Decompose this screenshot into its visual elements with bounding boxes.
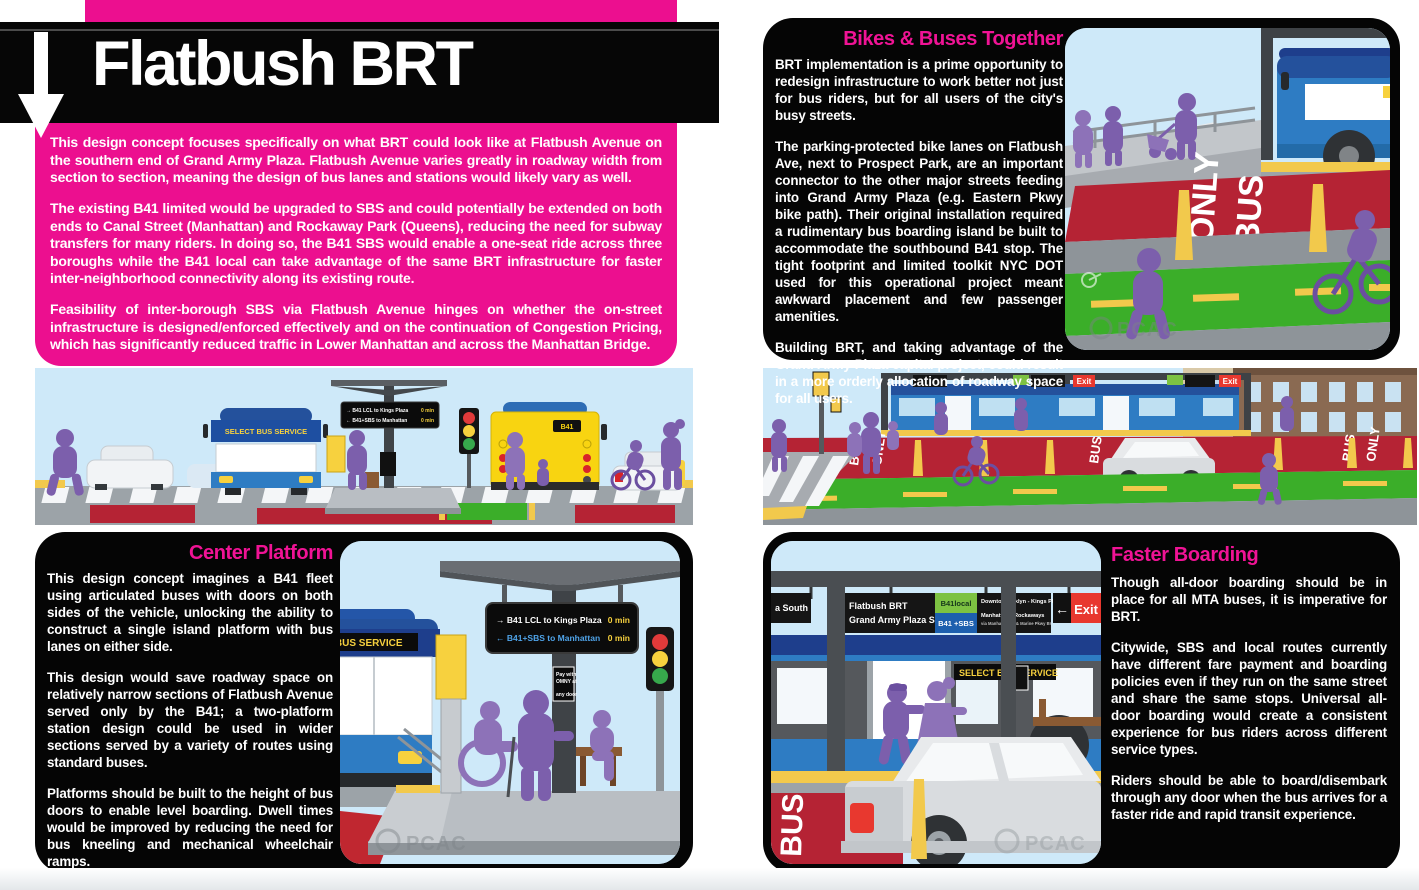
svg-text:BUS: BUS bbox=[1086, 435, 1105, 465]
svg-text:Exit: Exit bbox=[1074, 602, 1099, 617]
svg-text:Flatbush BRT: Flatbush BRT bbox=[849, 601, 908, 611]
exit-arrow: ← bbox=[1055, 601, 1069, 617]
svg-text:Exit: Exit bbox=[1077, 377, 1092, 386]
svg-text:PCAC: PCAC bbox=[406, 833, 467, 855]
section-faster-boarding: Faster Boarding Though all-door boarding… bbox=[763, 532, 1400, 873]
select-bus: SELECT BUS SERVICE bbox=[203, 408, 328, 495]
svg-text:0 min: 0 min bbox=[608, 633, 630, 643]
cyclist bbox=[952, 436, 1000, 487]
bollards bbox=[1175, 184, 1327, 260]
bollard bbox=[911, 779, 927, 859]
section-text: This design concept imagines a B41 fleet… bbox=[47, 571, 333, 870]
foreground-road bbox=[763, 498, 1417, 525]
boarding-illustration: a South Flatbush BRT Grand Army Plaza S … bbox=[771, 541, 1101, 864]
board-row2: ← B41+SBS to Manhattan bbox=[496, 633, 600, 643]
center-platform-illustration: T BUS SERVICE bbox=[340, 541, 680, 864]
intro-box: This design concept focuses specifically… bbox=[35, 123, 677, 366]
svg-text:0 min: 0 min bbox=[421, 418, 434, 424]
intro-paragraph: This design concept focuses specifically… bbox=[50, 134, 662, 186]
section-title: Faster Boarding bbox=[1111, 544, 1259, 566]
page-title: Flatbush BRT bbox=[92, 29, 474, 99]
svg-text:ONLY: ONLY bbox=[1363, 425, 1383, 462]
page-footer-strip bbox=[0, 868, 1419, 890]
seated-person bbox=[576, 710, 622, 786]
svg-text:any door: any door bbox=[556, 692, 577, 698]
pcac-watermark: PCAC bbox=[375, 828, 467, 855]
omny-sticker: Pay with OMNY at any door bbox=[552, 666, 577, 702]
svg-text:0 min: 0 min bbox=[608, 615, 630, 625]
svg-text:PCAC: PCAC bbox=[1025, 833, 1086, 855]
svg-text:Grand Army Plaza S: Grand Army Plaza S bbox=[849, 615, 935, 625]
pedestrians bbox=[46, 419, 685, 496]
pcac-watermark: PCAC bbox=[1089, 316, 1178, 341]
signal-pole bbox=[812, 371, 842, 454]
svg-text:Downtown Bklyn - Kings Pl: Downtown Bklyn - Kings Pl bbox=[981, 599, 1054, 605]
svg-text:Pay with: Pay with bbox=[556, 672, 576, 678]
masthead-divider bbox=[0, 29, 719, 31]
traffic-light bbox=[646, 627, 674, 791]
svg-text:Exit: Exit bbox=[1223, 377, 1238, 386]
svg-text:BUS: BUS bbox=[775, 793, 810, 857]
intro-paragraph: The existing B41 limited would be upgrad… bbox=[50, 199, 662, 287]
down-arrow-icon bbox=[18, 32, 64, 138]
elder-with-cane bbox=[506, 690, 574, 801]
masthead: Flatbush BRT bbox=[0, 22, 719, 123]
bikes-illustration: ONLY BUS bbox=[1065, 28, 1390, 350]
pcac-watermark: PCAC bbox=[994, 828, 1086, 855]
boarding-riders bbox=[878, 677, 967, 769]
station-sign-panel bbox=[435, 634, 467, 794]
walking-person bbox=[1126, 248, 1171, 340]
island-platform bbox=[368, 785, 680, 855]
svg-text:B41local: B41local bbox=[941, 599, 972, 608]
section-center-platform: Center Platform This design concept imag… bbox=[35, 532, 693, 873]
board-row1: → B41 LCL to Kings Plaza bbox=[496, 615, 602, 625]
street-scene-left: SELECT BUS SERVICE → B41 LCL to Kings Pl… bbox=[35, 368, 693, 525]
bus-led-sign: T BUS SERVICE bbox=[340, 638, 403, 649]
section-title: Center Platform bbox=[188, 542, 333, 564]
center-platform-station: → B41 LCL to Kings Plaza 0 min ← B41+SBS… bbox=[325, 380, 461, 514]
street-illustration-bikes: Exit Exit BUS ONLY BUS BUS ONLY bbox=[763, 368, 1417, 525]
svg-text:PCAC: PCAC bbox=[1117, 319, 1178, 341]
arrivals-board: → B41 LCL to Kings Plaza 0 min ← B41+SBS… bbox=[485, 602, 639, 654]
svg-text:via Manhattan Br & Marine Pkwy: via Manhattan Br & Marine Pkwy Br bbox=[981, 621, 1052, 626]
intro-paragraph: Feasibility of inter-borough SBS via Fla… bbox=[50, 301, 662, 353]
wheelchair-user bbox=[458, 701, 518, 787]
svg-text:0 min: 0 min bbox=[421, 408, 434, 414]
select-bus-led: SELECT BUS SERVICE bbox=[225, 427, 307, 436]
section-text: Though all-door boarding should be in pl… bbox=[1111, 575, 1387, 823]
street-illustration-center-platform: SELECT BUS SERVICE → B41 LCL to Kings Pl… bbox=[35, 368, 693, 525]
b41-plate: B41 bbox=[561, 424, 574, 431]
board-row1: → B41 LCL to Kings Plaza bbox=[346, 408, 408, 414]
traffic-light bbox=[459, 408, 479, 488]
svg-text:B41 +SBS: B41 +SBS bbox=[938, 619, 974, 628]
section-title: Bikes & Buses Together bbox=[843, 28, 1063, 50]
brt-station: Exit Exit bbox=[881, 373, 1251, 436]
ramp-people bbox=[1073, 93, 1197, 168]
skater bbox=[1257, 453, 1282, 505]
section-text: BRT implementation is a prime opportunit… bbox=[775, 57, 1063, 407]
pedestrians bbox=[771, 396, 1294, 474]
svg-text:OMNY at: OMNY at bbox=[556, 679, 577, 685]
section-bikes-buses: Bikes & Buses Together BRT implementatio… bbox=[763, 18, 1400, 406]
svg-text:a South: a South bbox=[775, 603, 808, 613]
board-row2: ← B41+SBS to Manhattan bbox=[346, 418, 407, 424]
street-scene-right: Exit Exit BUS ONLY BUS BUS ONLY bbox=[763, 368, 1417, 525]
cyclist bbox=[1312, 210, 1390, 315]
